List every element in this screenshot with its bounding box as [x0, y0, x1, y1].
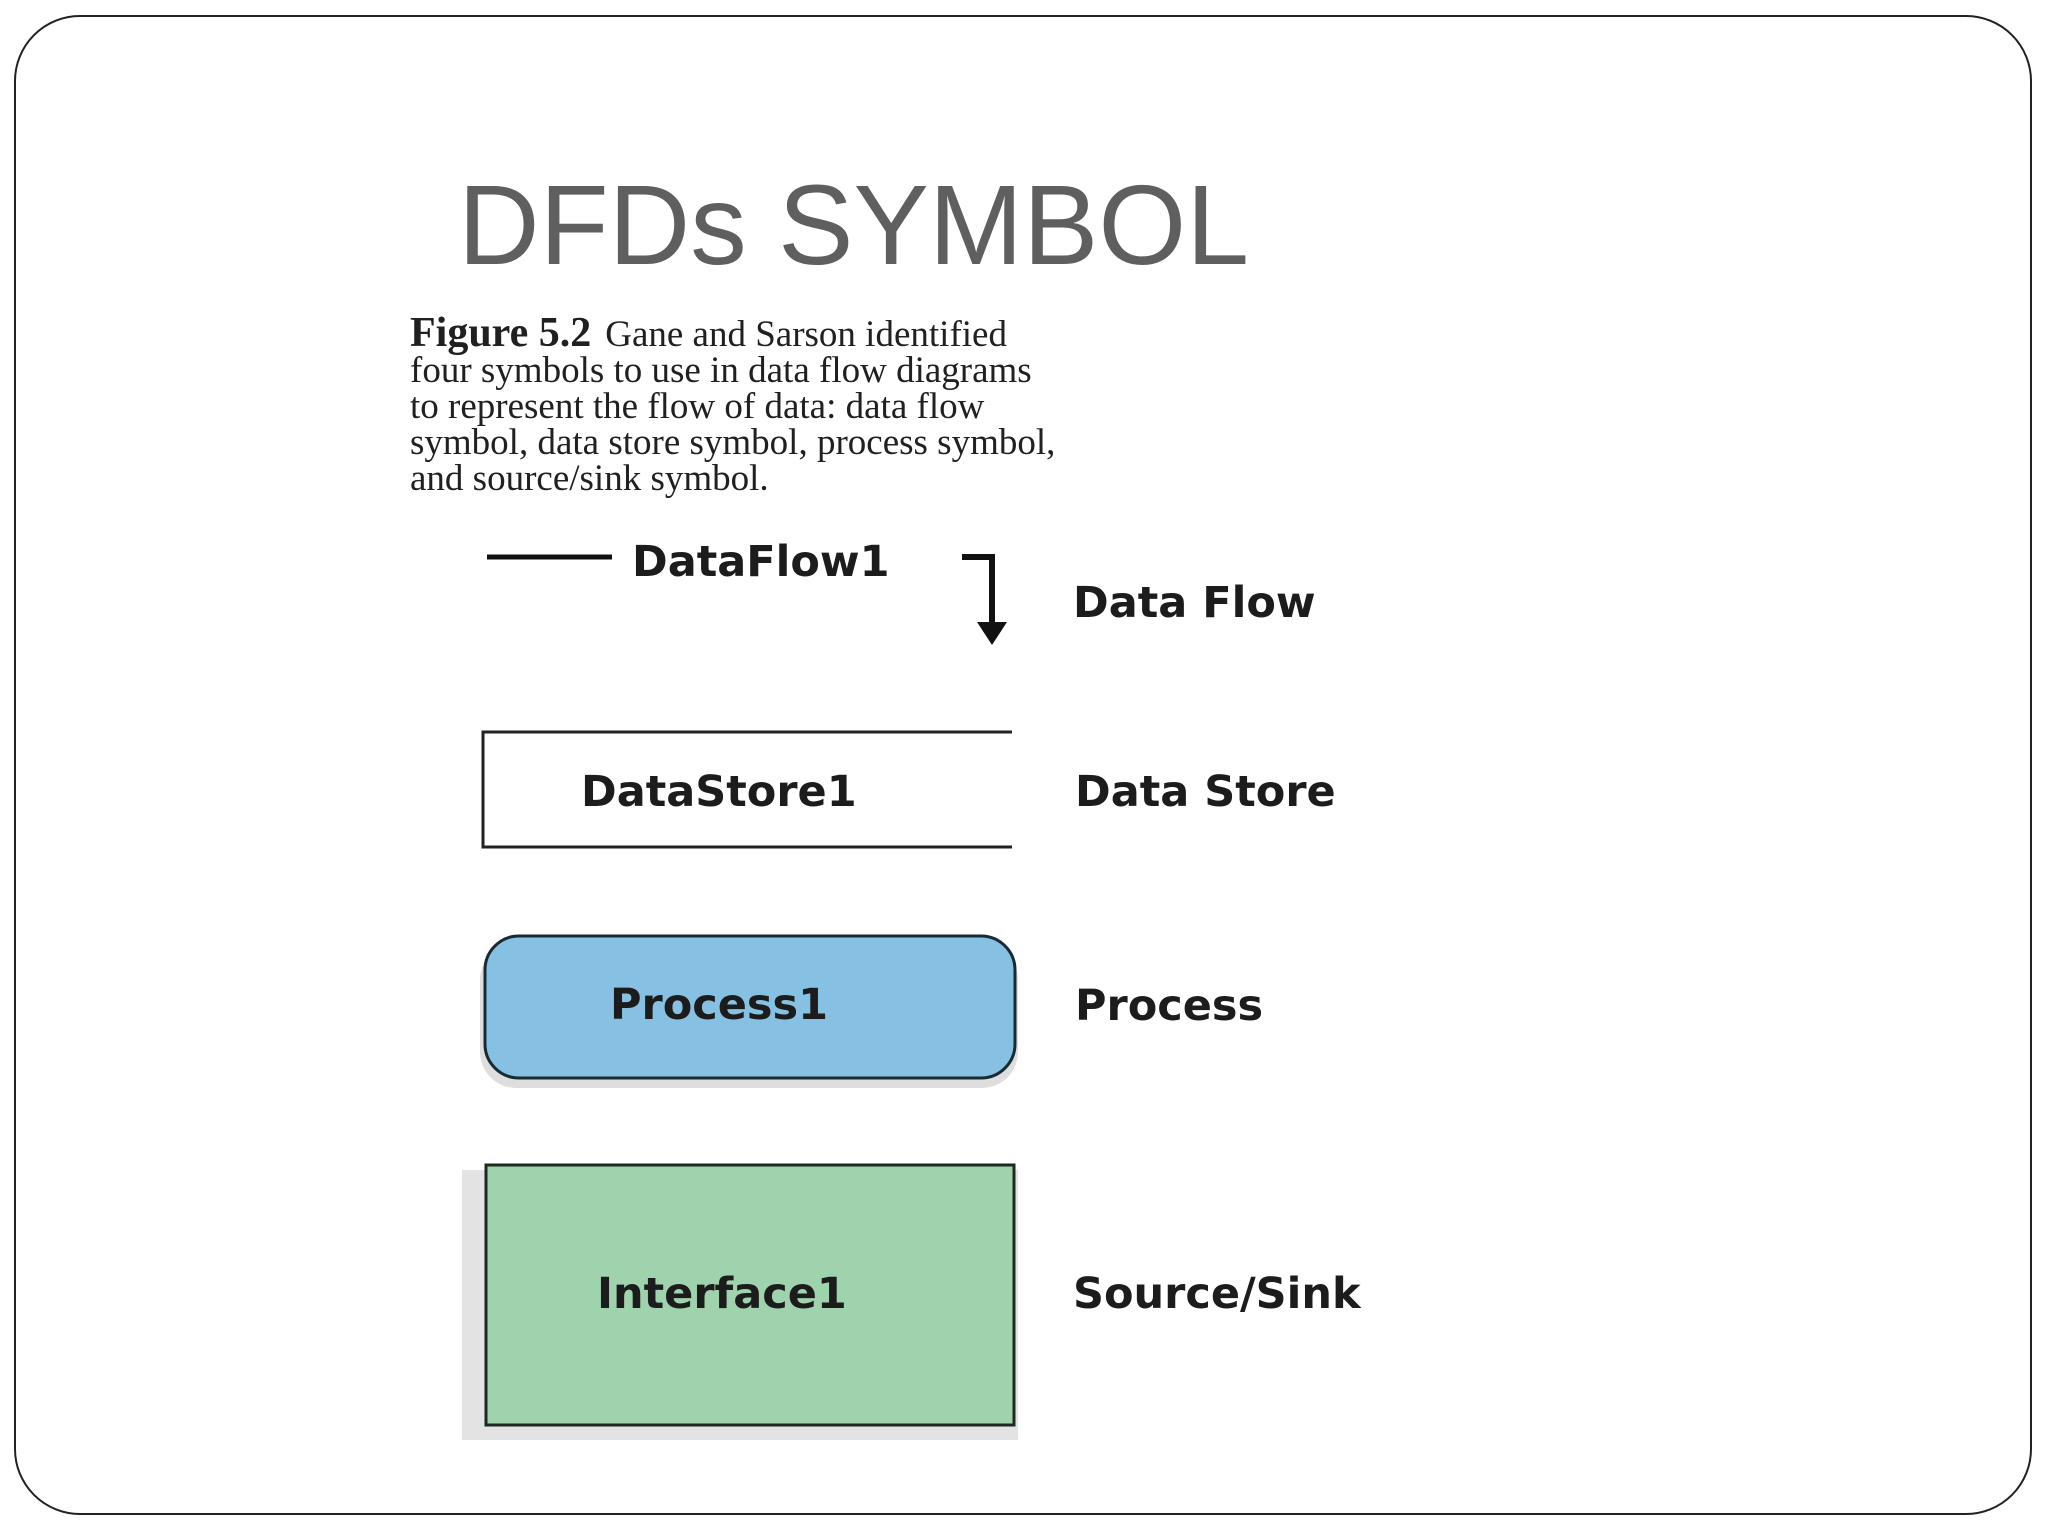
- process-symbol-name: Process: [1075, 981, 1263, 1031]
- slide-title: DFDs SYMBOL: [458, 162, 1250, 288]
- caption-line: to represent the flow of data: data flow: [410, 386, 985, 427]
- slide-frame: [14, 15, 2032, 1515]
- caption-line: and source/sink symbol.: [410, 458, 769, 499]
- caption-text: Gane and Sarson identified: [605, 314, 1007, 355]
- data-flow-symbol-name: Data Flow: [1073, 578, 1316, 628]
- data-flow-symbol: DataFlow1: [487, 537, 1007, 645]
- source-sink-box: [484, 1163, 1016, 1427]
- process-symbol: Process1: [480, 934, 1018, 1088]
- source-sink-shape-label: Interface1: [597, 1269, 847, 1319]
- caption-line: four symbols to use in data flow diagram…: [410, 350, 1032, 391]
- caption-line: symbol, data store symbol, process symbo…: [410, 422, 1056, 463]
- source-sink-symbol-name: Source/Sink: [1073, 1269, 1362, 1319]
- source-sink-symbol: Interface1: [462, 1163, 1018, 1440]
- process-shape-label: Process1: [610, 980, 828, 1030]
- data-store-outline: [481, 730, 1012, 849]
- process-box: [483, 934, 1017, 1080]
- figure-caption: Figure 5.2 Gane and Sarson identified fou…: [410, 312, 1460, 499]
- data-flow-arrow-shaft: [962, 554, 995, 625]
- data-flow-shape-label: DataFlow1: [632, 537, 890, 587]
- caption-label: Figure 5.2: [410, 310, 592, 356]
- data-store-shape-label: DataStore1: [581, 767, 857, 817]
- data-flow-arrowhead: [977, 622, 1007, 645]
- caption-line: Figure 5.2 Gane and Sarson identified: [410, 312, 1460, 355]
- data-store-symbol: DataStore1: [481, 730, 1012, 849]
- data-store-symbol-name: Data Store: [1075, 767, 1336, 817]
